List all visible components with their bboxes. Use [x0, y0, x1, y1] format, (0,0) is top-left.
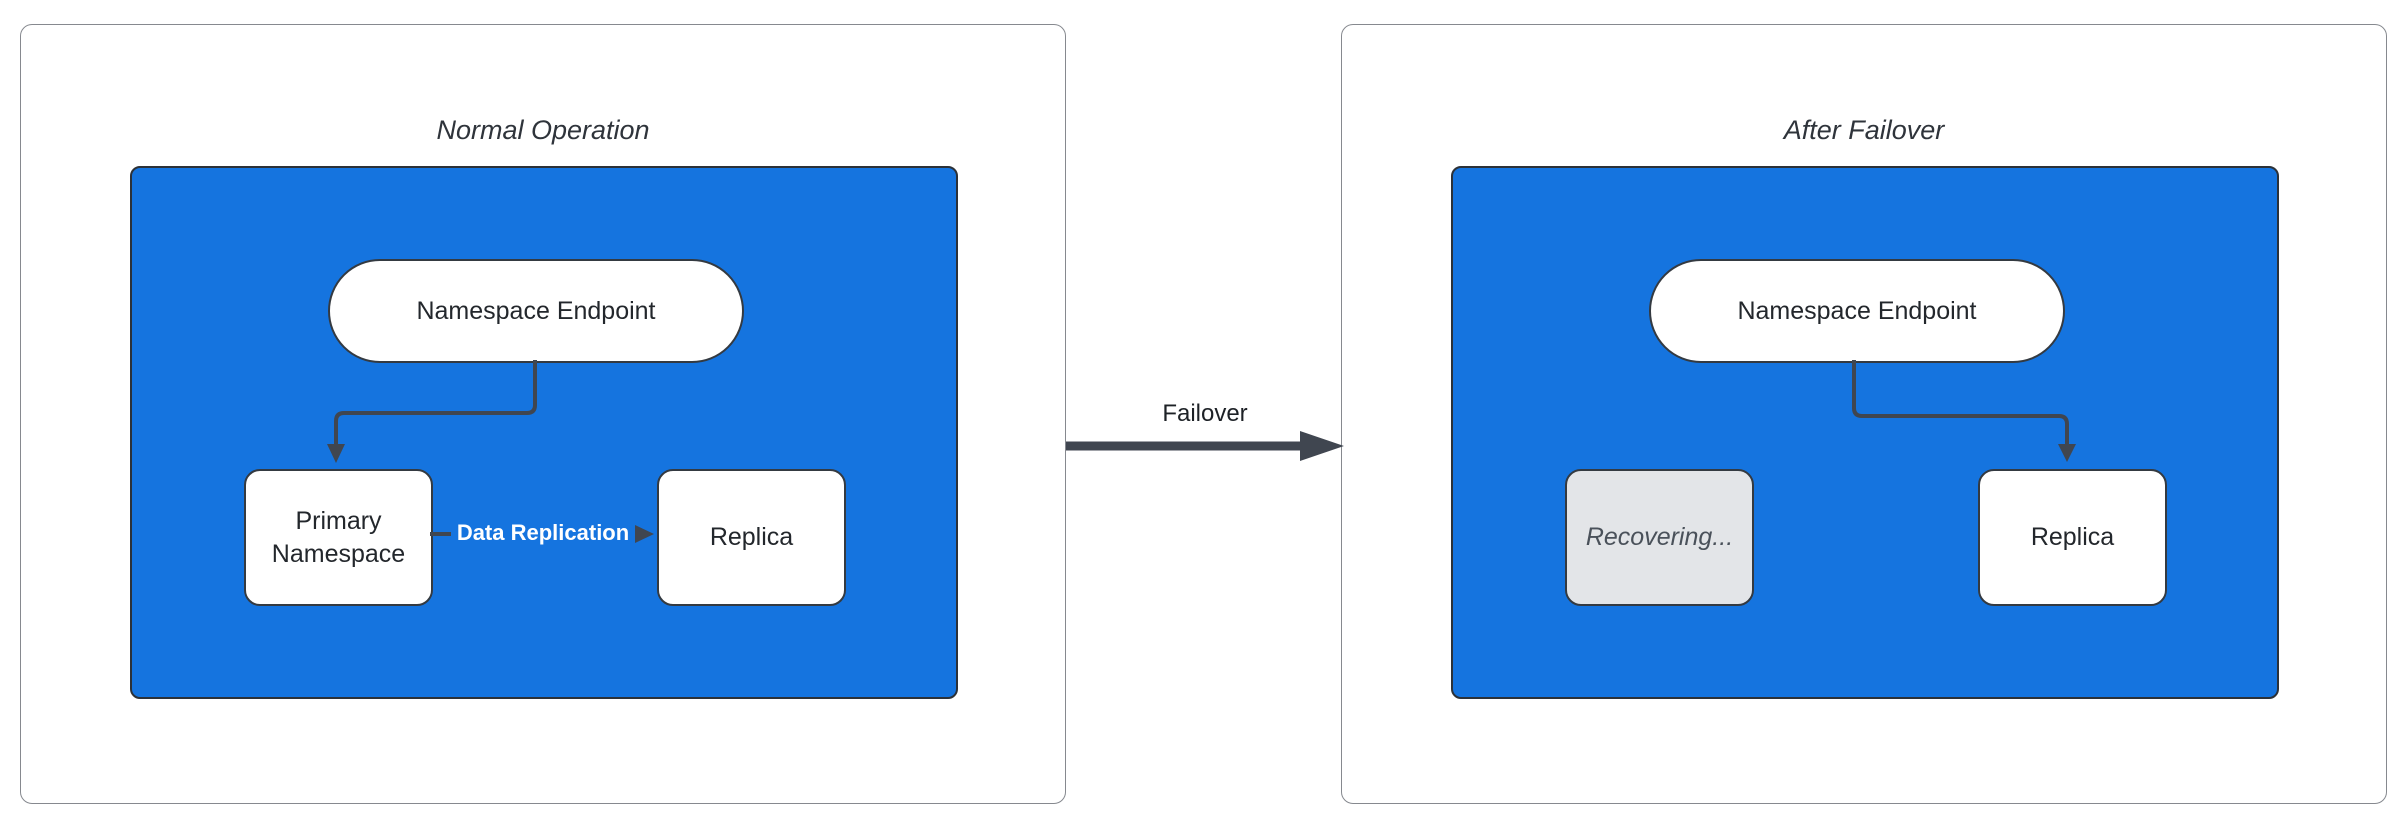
node-namespace-endpoint-left: Namespace Endpoint [328, 259, 744, 363]
node-primary-namespace: Primary Namespace [244, 469, 433, 606]
panel-normal-operation: Normal Operation Namespace Endpoint Prim… [20, 24, 1066, 804]
panel-title-normal-operation: Normal Operation [436, 115, 650, 145]
failover-arrowhead [1300, 431, 1344, 461]
panel-title-after-failover: After Failover [1783, 115, 1945, 145]
node-label: Recovering... [1585, 523, 1734, 551]
node-label: Primary Namespace [271, 506, 406, 568]
node-label: Namespace Endpoint [1737, 296, 1977, 325]
node-label: Replica [709, 523, 794, 551]
panel-after-failover: After Failover Namespace Endpoint Recove… [1341, 24, 2387, 804]
node-replica-left: Replica [657, 469, 846, 606]
node-replica-right: Replica [1978, 469, 2167, 606]
node-label: Namespace Endpoint [416, 296, 656, 325]
node-recovering: Recovering... [1565, 469, 1754, 606]
failover-label: Failover [1162, 400, 1248, 427]
node-label: Replica [2030, 523, 2115, 551]
cluster-after-failover: Namespace Endpoint Recovering... Replica [1451, 166, 2279, 699]
cluster-normal-operation: Namespace Endpoint Primary Namespace Rep… [130, 166, 958, 699]
node-namespace-endpoint-right: Namespace Endpoint [1649, 259, 2065, 363]
